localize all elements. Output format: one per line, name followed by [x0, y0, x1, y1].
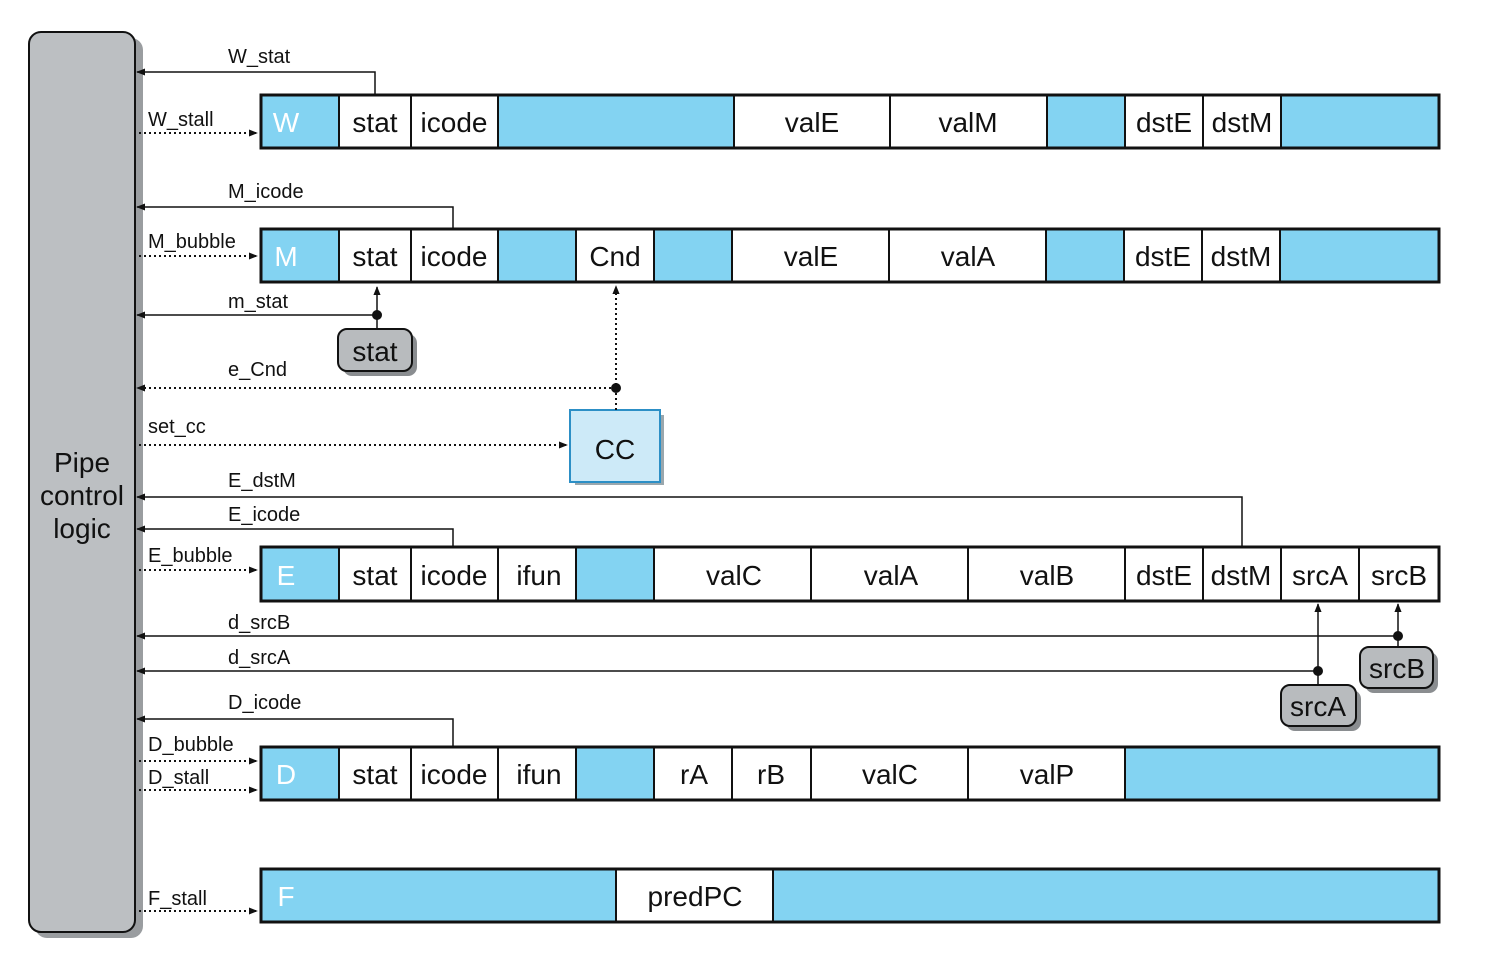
m-field-icode: icode [421, 241, 488, 272]
wire-m-icode: M_icode [136, 181, 454, 229]
m-field-dstM: dstM [1211, 241, 1272, 272]
label-e-icode: E_icode [228, 504, 300, 526]
m-field-valE: valE [784, 241, 838, 272]
e-field-dstE: dstE [1136, 560, 1192, 591]
cc-box-label: CC [595, 434, 635, 465]
wire-w-stall: W_stall [139, 109, 258, 137]
d-field-icode: icode [421, 759, 488, 790]
e-field-srcB: srcB [1371, 560, 1427, 591]
d-field-valC: valC [862, 759, 918, 790]
label-m-icode: M_icode [228, 181, 304, 203]
d-field-rA: rA [680, 759, 708, 790]
e-field-dstM: dstM [1211, 560, 1272, 591]
label-m-stat: m_stat [228, 291, 288, 313]
pipe-control-logic: Pipe control logic [28, 31, 143, 938]
wire-d-srca: d_srcA [136, 603, 1323, 685]
w-field-dstE: dstE [1136, 107, 1192, 138]
stage-m-letter: M [274, 241, 297, 272]
srcA-box-label: srcA [1290, 691, 1346, 722]
d-field-valP: valP [1020, 759, 1074, 790]
stage-d-letter: D [276, 759, 296, 790]
e-field-ifun: ifun [516, 560, 561, 591]
wire-m-bubble: M_bubble [139, 231, 258, 260]
wire-m-stat: m_stat [136, 286, 382, 329]
wire-d-icode: D_icode [136, 692, 454, 747]
wire-set-cc: set_cc [139, 416, 568, 449]
stat-box-label: stat [352, 336, 397, 367]
register-d: D stat icode ifun rA rB valC valP [259, 745, 1441, 802]
wire-d-srcb: d_srcB [136, 603, 1403, 647]
m-field-valA: valA [941, 241, 996, 272]
m-field-stat: stat [352, 241, 397, 272]
w-field-icode: icode [421, 107, 488, 138]
wire-d-stall: D_stall [139, 767, 258, 794]
label-d-srca: d_srcA [228, 647, 291, 669]
e-field-stat: stat [352, 560, 397, 591]
w-field-valM: valM [938, 107, 997, 138]
control-label-3: logic [53, 513, 111, 544]
label-d-srcb: d_srcB [228, 612, 290, 634]
wire-e-icode: E_icode [136, 504, 454, 547]
label-d-icode: D_icode [228, 692, 301, 714]
label-f-stall: F_stall [148, 888, 207, 910]
control-label-1: Pipe [54, 447, 110, 478]
e-field-valA: valA [864, 560, 919, 591]
d-field-stat: stat [352, 759, 397, 790]
e-field-valC: valC [706, 560, 762, 591]
wire-e-bubble: E_bubble [139, 545, 258, 574]
f-field-predPC: predPC [648, 881, 743, 912]
srcB-box: srcB [1359, 646, 1438, 693]
label-w-stat: W_stat [228, 46, 291, 68]
register-w: W stat icode valE valM dstE dstM [259, 93, 1441, 150]
srcA-box: srcA [1280, 684, 1361, 731]
wire-w-stat: W_stat [136, 46, 376, 95]
label-d-bubble: D_bubble [148, 734, 234, 756]
e-field-valB: valB [1020, 560, 1074, 591]
w-field-valE: valE [785, 107, 839, 138]
m-field-Cnd: Cnd [589, 241, 640, 272]
register-m: M stat icode Cnd valE valA dstE dstM [259, 227, 1441, 284]
control-label-2: control [40, 480, 124, 511]
d-field-ifun: ifun [516, 759, 561, 790]
wire-e-cnd: e_Cnd [136, 285, 621, 410]
m-field-dstE: dstE [1135, 241, 1191, 272]
stage-f-letter: F [277, 881, 294, 912]
w-field-dstM: dstM [1212, 107, 1273, 138]
d-field-rB: rB [757, 759, 785, 790]
stat-box: stat [337, 328, 417, 376]
w-field-stat: stat [352, 107, 397, 138]
e-field-icode: icode [421, 560, 488, 591]
stage-e-letter: E [277, 560, 296, 591]
label-e-bubble: E_bubble [148, 545, 233, 567]
cc-box: CC [569, 409, 664, 485]
label-e-dstm: E_dstM [228, 470, 296, 492]
label-w-stall: W_stall [148, 109, 214, 131]
wire-f-stall: F_stall [139, 888, 258, 915]
label-set-cc: set_cc [148, 416, 206, 438]
wire-d-bubble: D_bubble [139, 734, 258, 765]
srcB-box-label: srcB [1369, 653, 1425, 684]
register-e: E stat icode ifun valC valA valB dstE ds… [259, 545, 1441, 603]
stage-w-letter: W [273, 107, 300, 138]
register-f: F predPC [259, 867, 1441, 924]
label-d-stall: D_stall [148, 767, 209, 789]
wire-e-dstm: E_dstM [136, 470, 1243, 547]
e-field-srcA: srcA [1292, 560, 1348, 591]
label-m-bubble: M_bubble [148, 231, 236, 253]
label-e-cnd: e_Cnd [228, 359, 287, 381]
